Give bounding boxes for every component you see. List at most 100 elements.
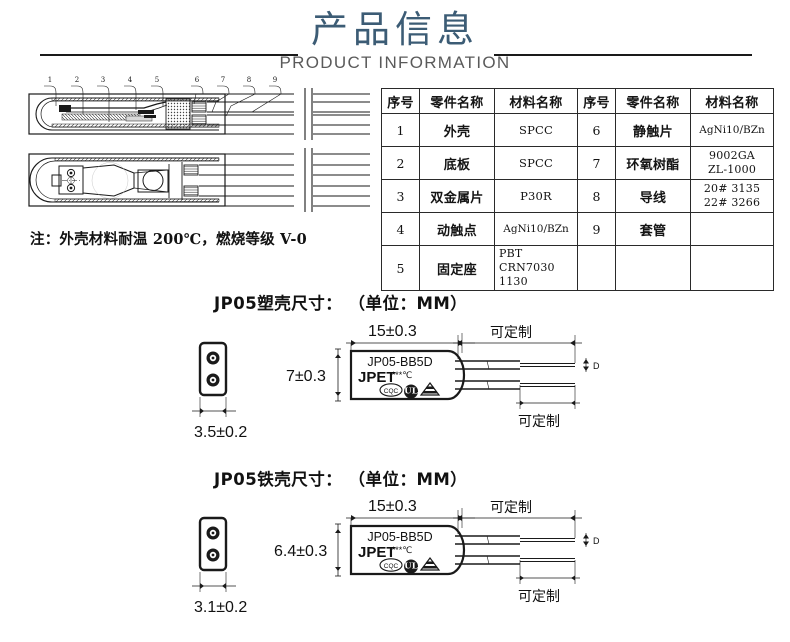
dim-diameter-plastic: D [593,361,600,371]
svg-text:CQC: CQC [384,563,399,570]
cell-material: PBT CRN7030 1130 [494,245,578,291]
lead-length-dim-top-metal: 可定制 [453,500,582,538]
cross-section-drawing: 1 2 3 4 5 6 7 8 9 [26,72,374,232]
dimension-svg-metal: 3.1±0.2 6.4±0.3 [192,500,600,616]
label-brand-plastic: JPET [358,369,396,386]
cell-no: 9 [577,212,616,246]
dim-width-metal: 3.1±0.2 [194,599,247,616]
cell-no: 2 [381,146,420,180]
dim-length-metal: 15±0.3 [368,500,417,515]
callout-3: 3 [101,76,105,84]
page-header: 产品信息 PRODUCT INFORMATION [0,8,790,80]
cert-mark-tuv-metal [419,557,441,571]
dimension-drawing-metal-shell: 3.1±0.2 6.4±0.3 [190,500,790,630]
cell-no: 1 [381,113,420,147]
cell-material: AgNi10/BZn [494,212,578,246]
callout-1: 1 [48,76,52,84]
parts-material-table: 序号 零件名称 材料名称 序号 零件名称 材料名称 1 外壳 SPCC 6 静触… [381,88,774,291]
cell-material: AgNi10/BZn [690,113,774,147]
cell-no: 6 [577,113,616,147]
svg-text:UL: UL [404,561,417,571]
callout-4: 4 [128,76,133,84]
dimension-drawing-plastic-shell: 3.5±0.2 7±0.3 [190,325,790,455]
callout-labels: 1 2 3 4 5 6 7 8 9 [48,76,277,84]
table-row: 3 双金属片 P30R 8 导线 20# 3135 22# 3266 [381,179,774,213]
label-brand-metal: JPET [358,544,396,561]
device-body-plastic: JPET JP05-BB5D ***℃ CQC UL [349,349,466,401]
callout-9: 9 [273,76,277,84]
callout-2: 2 [75,76,79,84]
lead-wires-metal [455,535,575,565]
lead-wires-plastic [455,360,575,390]
cell-no [577,245,616,291]
cell-material: SPCC [494,113,578,147]
cert-mark-cqc-metal: CQC [379,558,403,572]
cell-no: 8 [577,179,616,213]
cell-part: 静触片 [615,113,691,147]
table-header-row: 序号 零件名称 材料名称 序号 零件名称 材料名称 [381,88,774,114]
header-cell-part-right: 零件名称 [615,88,691,114]
length-dim-metal: 15±0.3 [346,500,475,528]
end-view-plastic: 3.5±0.2 [192,341,247,441]
callout-6: 6 [195,76,200,84]
cell-no: 7 [577,146,616,180]
cell-part: 外壳 [419,113,495,147]
lead-length-dim-bottom-metal: 可定制 [516,560,580,605]
label-temperature-metal: ***℃ [392,545,413,555]
callout-7: 7 [221,76,225,84]
section-heading-metal-shell: JP05铁壳尺寸： （单位：MM） [214,470,468,489]
cell-part: 导线 [615,179,691,213]
label-temperature-plastic: ***℃ [392,370,413,380]
cell-part: 环氧树酯 [615,146,691,180]
lead-diameter-dim-plastic: D [583,358,600,372]
xsec-bottom-view [28,148,370,212]
cell-material [690,245,774,291]
housing-material-note: 注：外壳材料耐温 200℃，燃烧等级 V-0 [30,231,307,248]
header-titles: 产品信息 PRODUCT INFORMATION [0,8,790,73]
lead-diameter-dim-metal: D [583,533,600,547]
label-model-metal: JP05-BB5D [367,530,432,544]
table-row: 5 固定座 PBT CRN7030 1130 [381,245,774,291]
cell-material: 20# 3135 22# 3266 [690,179,774,213]
cross-section-svg: 1 2 3 4 5 6 7 8 9 [28,76,370,212]
table-row: 2 底板 SPCC 7 环氧树酯 9002GA ZL-1000 [381,146,774,180]
cell-no: 5 [381,245,420,291]
cert-mark-ul-plastic: UL [404,384,419,399]
header-cell-part-left: 零件名称 [419,88,495,114]
dim-lead-bottom-metal: 可定制 [518,589,560,605]
svg-text:CQC: CQC [384,388,399,395]
cell-no: 3 [381,179,420,213]
cert-mark-tuv-plastic [419,382,441,396]
height-dim-metal: 6.4±0.3 [274,523,341,577]
label-model-plastic: JP05-BB5D [367,355,432,369]
dim-lead-top-plastic: 可定制 [490,325,532,341]
length-dim-plastic: 15±0.3 [346,325,475,353]
header-rule-right [494,54,752,56]
dimension-svg-plastic: 3.5±0.2 7±0.3 [192,325,600,441]
xsec-top-view [28,88,370,140]
height-dim-plastic: 7±0.3 [286,348,341,402]
cell-material: SPCC [494,146,578,180]
header-rule-left [40,54,298,56]
cell-part: 动触点 [419,212,495,246]
table-row: 4 动触点 AgNi10/BZn 9 套管 [381,212,774,246]
cell-part: 双金属片 [419,179,495,213]
page-title-cn: 产品信息 [311,8,479,51]
svg-text:UL: UL [404,386,417,396]
cell-material [690,212,774,246]
header-cell-material-left: 材料名称 [494,88,578,114]
page-title-en: PRODUCT INFORMATION [279,53,511,72]
dim-lead-bottom-plastic: 可定制 [518,414,560,430]
cell-part: 固定座 [419,245,495,291]
cell-part: 套管 [615,212,691,246]
dim-height-metal: 6.4±0.3 [274,543,327,560]
device-body-metal: JPET JP05-BB5D ***℃ CQC UL [349,524,466,576]
dim-length-plastic: 15±0.3 [368,325,417,340]
table-row: 1 外壳 SPCC 6 静触片 AgNi10/BZn [381,113,774,147]
end-view-metal: 3.1±0.2 [192,516,247,616]
dim-width-plastic: 3.5±0.2 [194,424,247,441]
section-heading-plastic-shell: JP05塑壳尺寸： （单位：MM） [214,294,468,313]
callout-5: 5 [155,76,159,84]
dim-lead-top-metal: 可定制 [490,500,532,516]
